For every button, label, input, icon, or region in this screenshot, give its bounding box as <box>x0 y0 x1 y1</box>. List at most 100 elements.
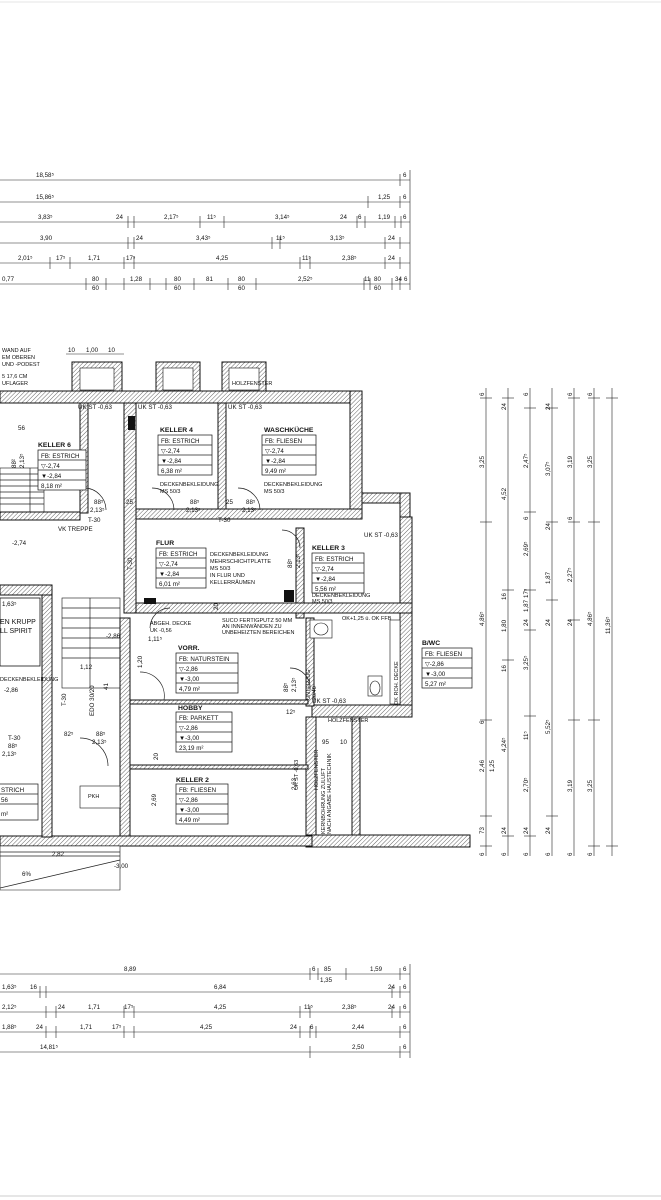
dim-label: 17⁵ <box>112 1024 122 1031</box>
dim-label: 1,25 <box>378 194 391 201</box>
dim-label: 60 <box>238 285 245 292</box>
ceiling-note: MEHRSCHICHTPLATTE <box>210 559 271 565</box>
dim-label: 25 <box>226 499 233 506</box>
dim-label: 4,25 <box>200 1024 213 1031</box>
level-raw: ▼-3,00 <box>179 735 200 742</box>
level-raw: ▼-3,00 <box>179 807 200 814</box>
dim-label: 6 <box>403 214 407 221</box>
level-note: UK ST -0,63 <box>312 698 346 705</box>
room-name: KELLER 6 <box>38 442 71 449</box>
dim-label: 6 <box>403 966 407 973</box>
room-area: 4,49 m² <box>179 817 200 824</box>
height-note: OK ROH. DECKE <box>394 661 400 705</box>
walls <box>0 361 471 848</box>
dim-label: 85 <box>324 966 331 973</box>
dim-label: 6 <box>587 852 594 856</box>
dim-label: 6 <box>523 392 530 396</box>
dim-label: 17⁵ <box>126 255 136 262</box>
level-note: -3,00 <box>114 863 129 870</box>
level-top: ▽-2,74 <box>315 566 334 573</box>
dim-label: 2,69 <box>151 793 158 806</box>
level-note: UK ST -0,63 <box>138 404 172 411</box>
dim-label: 24 <box>388 1004 395 1011</box>
dim-label: 12⁵ <box>286 709 296 716</box>
room-keller4: KELLER 4 FB: ESTRICH ▽-2,74 ▼-2,84 6,38 … <box>157 427 213 476</box>
level-top: 56 <box>1 797 8 804</box>
room-name: B/WC <box>422 640 440 647</box>
door-note: T-30 <box>8 735 21 742</box>
dim-label: 6 <box>310 1024 314 1031</box>
core-drill-note: NACH ANGABE HAUSTECHNIK <box>327 753 333 834</box>
floor-finish: FB: ESTRICH <box>41 453 80 460</box>
dim-label: 1,80 <box>501 619 508 632</box>
dim-label: 88⁵ <box>94 499 104 506</box>
level-raw: ▼-3,00 <box>425 671 446 678</box>
dim-label: 82⁵ <box>64 731 74 738</box>
dim-label: 24 <box>136 235 143 242</box>
dim-label: 1,63⁵ <box>2 984 17 991</box>
dim-label: 16 <box>501 665 508 672</box>
dim-label: 4,86⁵ <box>587 611 594 626</box>
dim-label: 24 <box>388 255 395 262</box>
level-top: ▽-2,86 <box>179 797 198 804</box>
ceiling-note: DECKENBEKLEIDUNG <box>0 677 58 683</box>
dim-label: 6 <box>312 966 316 973</box>
note: WAND AUF <box>2 348 31 354</box>
room-name: KELLER 2 <box>176 777 209 784</box>
ceiling-note: DECKENBEKLEIDUNG <box>264 482 322 488</box>
dim-label: 17⁵ <box>124 1004 134 1011</box>
door-swings <box>79 487 311 767</box>
beam-note: 20/40 <box>312 686 318 700</box>
dim-label: 24 <box>290 1024 297 1031</box>
room-area: 6,38 m² <box>161 468 182 475</box>
dim-label: 60 <box>374 285 381 292</box>
floor-finish: FB: FLIESEN <box>425 651 462 658</box>
dim-label: 2,46 <box>479 759 486 772</box>
dim-label: 1,71 <box>88 255 101 262</box>
dim-label: 6 <box>567 516 574 520</box>
dim-label: 6 <box>545 852 552 856</box>
dim-label: 60 <box>174 285 181 292</box>
room-keller3: KELLER 3 FB: ESTRICH ▽-2,74 ▼-2,84 5,56 … <box>311 545 365 594</box>
ceiling-note: DECKENBEKLEIDUNG <box>210 552 268 558</box>
door-note: T-30 <box>127 557 134 570</box>
dim-label: 3,43⁵ <box>196 235 211 242</box>
dim-label: 6 <box>403 1004 407 1011</box>
dim-label: 2,44 <box>352 1024 365 1031</box>
dim-label: 10 <box>340 739 347 746</box>
height-note: OK+1,25 ü. OK FFB <box>342 616 392 622</box>
dim-label: 1,87 <box>545 571 552 584</box>
dim-label: 1,20 <box>137 655 144 668</box>
ceiling-note: UK -0,56 <box>150 628 172 634</box>
plaster-note: SUCO FERTIGPUTZ 50 MM <box>222 618 293 624</box>
dim-label: 1,28 <box>130 276 143 283</box>
dim-label: 18,58⁵ <box>36 172 54 179</box>
ceiling-note: ABGEH. DECKE <box>150 621 192 627</box>
dim-label: 2,27⁵ <box>567 567 574 582</box>
dim-label: 24 <box>388 235 395 242</box>
dim-label: 3,90 <box>40 235 53 242</box>
dim-label: 6 <box>587 392 594 396</box>
dim-label: 2,01⁵ <box>18 255 33 262</box>
dim-label: 60 <box>92 285 99 292</box>
level-top: ▽-2,86 <box>425 661 444 668</box>
plaster-note: UNBEHEIZTEN BEREICHEN <box>222 630 294 636</box>
dim-label: 2,38⁵ <box>342 255 357 262</box>
dim-label: 6 <box>403 984 407 991</box>
level-raw: ▼-2,84 <box>159 571 180 578</box>
dim-label: 88⁵ <box>287 558 294 568</box>
room-flur: FLUR FB: ESTRICH ▽-2,74 ▼-2,84 6,01 m² <box>155 540 207 589</box>
dim-label: 80 <box>238 276 245 283</box>
terrace-ramp <box>0 845 121 891</box>
dim-label: 1,63⁵ <box>2 601 17 608</box>
room-vorr: VORR. FB: NATURSTEIN ▽-2,86 ▼-3,00 4,79 … <box>175 645 239 694</box>
dim-label: 1,59 <box>370 966 383 973</box>
dim-label: 3,25 <box>587 455 594 468</box>
room-area: 5,56 m² <box>315 586 336 593</box>
window-note: HOLZFENSTER <box>328 718 368 724</box>
dim-label: 1,25 <box>489 759 496 772</box>
level-top: ▽-2,86 <box>179 666 198 673</box>
dim-label: 2,13⁵ <box>242 507 257 514</box>
dim-label: 3,13⁵ <box>330 235 345 242</box>
